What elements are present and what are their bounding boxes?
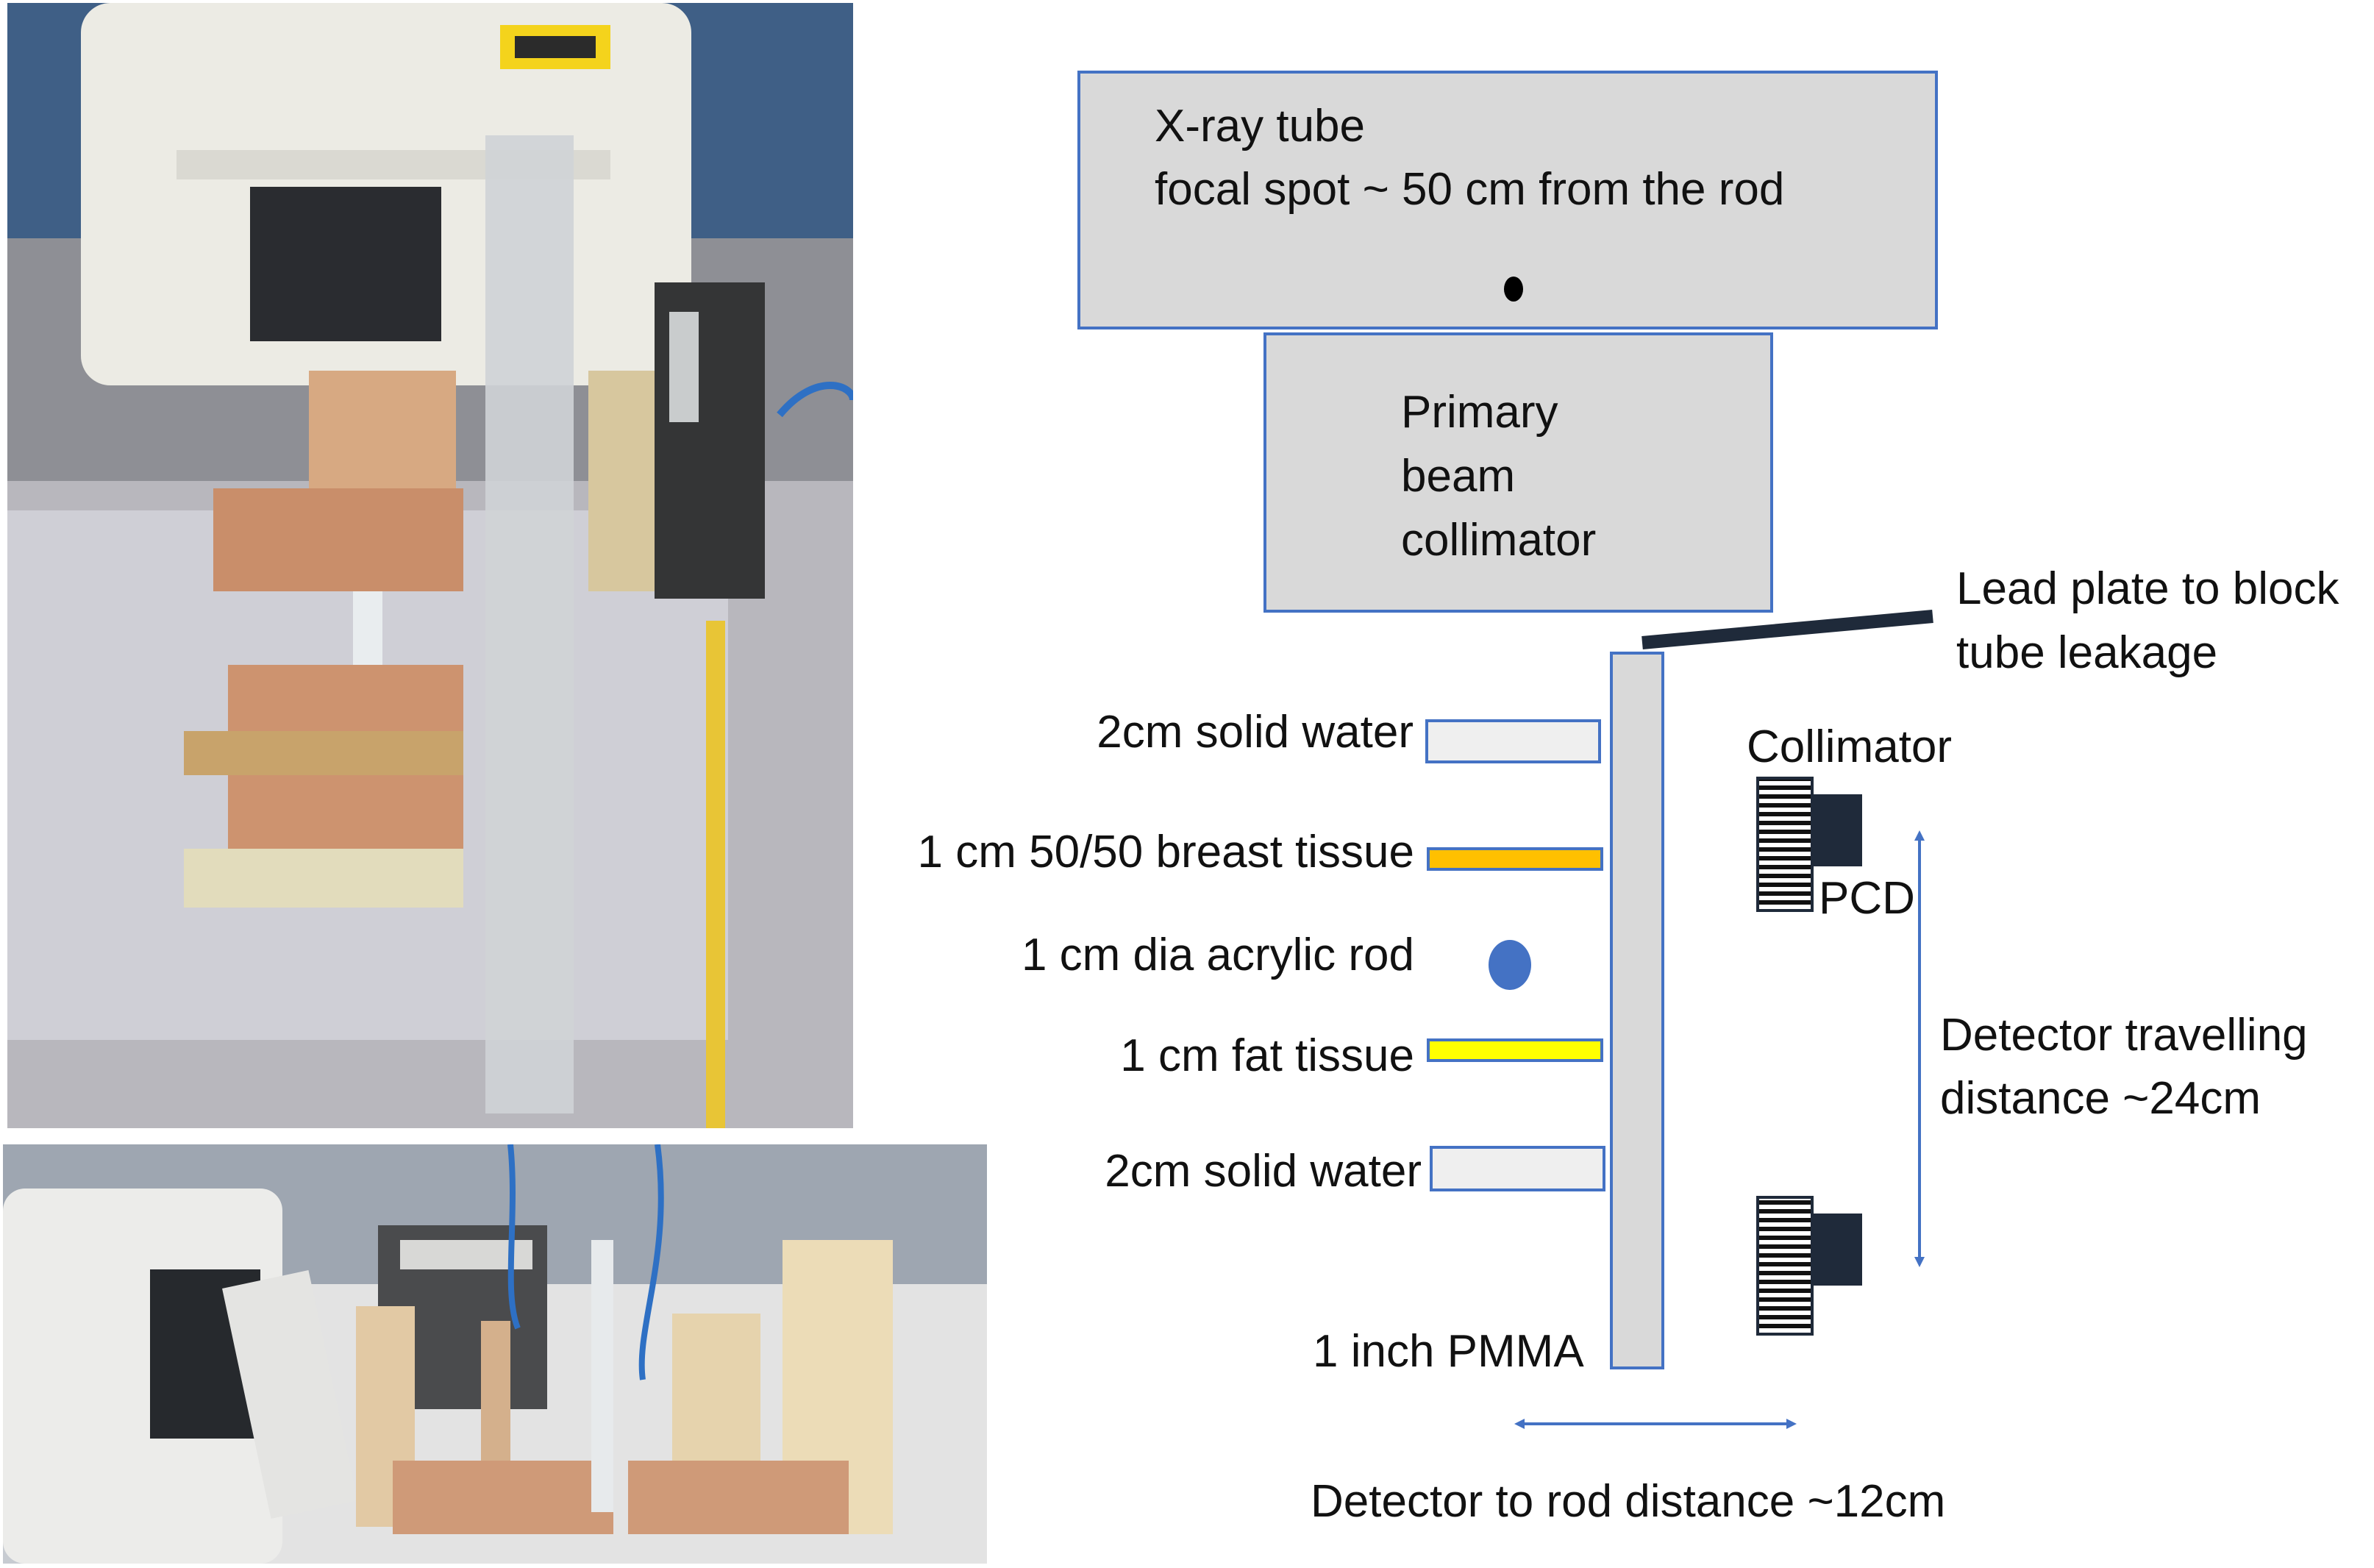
- lead-plate-label-1: Lead plate to block: [1956, 563, 2339, 614]
- primary-collimator-label-2: beam: [1401, 451, 1516, 502]
- fat-tissue-label: 1 cm fat tissue: [1120, 1030, 1414, 1081]
- setup-photo-side-view: [3, 1144, 987, 1564]
- fat-tissue-insert: [1427, 1038, 1603, 1062]
- detector-bottom: [1756, 1196, 1862, 1336]
- focal-spot-label: focal spot ~ 50 cm from the rod: [1155, 164, 1785, 215]
- pmma-label: 1 inch PMMA: [1313, 1326, 1584, 1377]
- acrylic-rod-label: 1 cm dia acrylic rod: [1021, 930, 1414, 980]
- breast-tissue-label: 1 cm 50/50 breast tissue: [917, 827, 1414, 877]
- solid-water-bottom-label: 2cm solid water: [1105, 1146, 1422, 1197]
- rod-distance-label: Detector to rod distance ~12cm: [1311, 1476, 1946, 1527]
- collimator-top: [1756, 777, 1814, 912]
- primary-collimator-label-1: Primary: [1401, 387, 1558, 438]
- primary-collimator-label-3: collimator: [1401, 515, 1597, 566]
- acrylic-rod: [1489, 940, 1531, 990]
- collimator-bottom: [1756, 1196, 1814, 1336]
- pcd-bottom: [1812, 1214, 1862, 1286]
- solid-water-bottom-insert: [1430, 1146, 1605, 1191]
- solid-water-top-label: 2cm solid water: [1097, 707, 1414, 758]
- solid-water-top-insert: [1425, 719, 1601, 763]
- setup-photo-top-view: [7, 3, 853, 1128]
- travel-distance-label-2: distance ~24cm: [1940, 1073, 2261, 1124]
- pcd-top: [1812, 794, 1862, 866]
- pcd-label: PCD: [1819, 873, 1915, 924]
- travel-distance-label-1: Detector travelling: [1940, 1010, 2308, 1061]
- lead-plate: [1642, 610, 1933, 649]
- breast-tissue-insert: [1427, 847, 1603, 871]
- lead-plate-label-2: tube leakage: [1956, 627, 2218, 678]
- primary-beam-collimator-box: [1263, 332, 1773, 613]
- pmma-slab: [1610, 652, 1664, 1369]
- collimator-label: Collimator: [1747, 721, 1953, 772]
- x-ray-tube-label: X-ray tube: [1155, 101, 1366, 152]
